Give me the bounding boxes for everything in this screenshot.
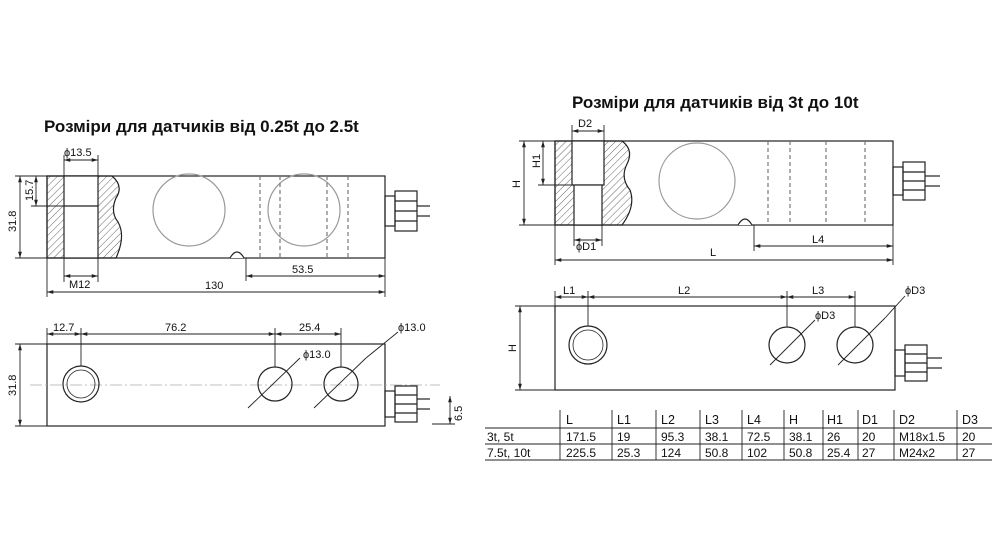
table-cell: 124 (661, 446, 681, 460)
left-top-hole-large (62, 365, 100, 403)
right-side-circle (658, 142, 736, 220)
table-cell: 50.8 (705, 446, 729, 460)
table-header-cell: L3 (705, 413, 719, 427)
table-header-cell: L2 (661, 413, 675, 427)
dim-31-8-side: 31.8 (7, 211, 19, 232)
dim-h-side: H (511, 180, 523, 188)
dim-d3-inner: ϕD3 (815, 310, 835, 322)
right-top-hole-2 (836, 326, 874, 364)
table-row-label: 3t, 5t (487, 430, 514, 444)
dim-31-8-top: 31.8 (7, 375, 19, 396)
table-header-cell: H (789, 413, 798, 427)
right-side-bore-lower (573, 184, 603, 226)
table-header-cell: D1 (862, 413, 878, 427)
left-top-dimensions (15, 328, 455, 427)
table-cell: M24x2 (899, 446, 935, 460)
dim-d2: D2 (578, 118, 592, 130)
left-top-hole-1 (257, 366, 293, 402)
left-top-view (30, 331, 440, 427)
table-cell: 102 (747, 446, 767, 460)
dim-l1: L1 (563, 285, 575, 297)
dim-d1: ϕD1 (576, 241, 596, 253)
left-side-circle-1 (152, 173, 226, 247)
left-top-hole-2 (323, 366, 359, 402)
table-row-label: 7.5t, 10t (487, 446, 531, 460)
dim-l: L (710, 247, 716, 259)
table-cell: 38.1 (789, 430, 813, 444)
right-top-view (554, 295, 942, 391)
dim-hole-inner: ϕ13.0 (303, 349, 331, 361)
left-side-circle-2 (267, 173, 341, 247)
dim-25-4: 25.4 (299, 322, 320, 334)
right-title: Розміри для датчиків від 3t до 10t (572, 93, 859, 112)
table-body: 3t, 5t 171.5 19 95.3 38.1 72.5 38.1 26 20 M18x1.5… (487, 430, 976, 460)
right-side-bore-upper (571, 140, 605, 186)
right-top-body (554, 305, 896, 391)
table-cell: 225.5 (566, 446, 596, 460)
left-side-bore (63, 175, 99, 259)
table-cell: 171.5 (566, 430, 596, 444)
dim-76-2: 76.2 (165, 322, 186, 334)
dim-h-top: H (507, 344, 519, 352)
dim-hole-dia: ϕ13.5 (64, 147, 92, 159)
table-cell: 27 (962, 446, 976, 460)
dim-12-7: 12.7 (53, 322, 74, 334)
dim-6-5: 6.5 (453, 406, 465, 421)
dim-length: 130 (205, 280, 223, 292)
right-top-dimensions (515, 291, 856, 391)
right-side-view (554, 140, 940, 226)
dim-thread: M12 (69, 279, 90, 291)
right-top-hole-large (568, 325, 608, 365)
spec-table: L L1 L2 L3 L4 H H1 D1 D2 D3 3t, 5t 171.5 19 95.3 38.1… (485, 410, 992, 461)
dim-d3-outer: ϕD3 (905, 285, 925, 297)
table-header-cell: D3 (962, 413, 978, 427)
table-header-cell: H1 (827, 413, 843, 427)
dim-hole-outer: ϕ13.0 (398, 322, 426, 334)
table-cell: 25.3 (617, 446, 641, 460)
dim-l4: L4 (812, 234, 824, 246)
dim-l3: L3 (812, 285, 824, 297)
dim-l2: L2 (678, 285, 690, 297)
table-cell: 72.5 (747, 430, 771, 444)
left-side-dimensions (15, 155, 386, 297)
left-title: Розміри для датчиків від 0.25t до 2.5t (44, 117, 359, 136)
table-header-cell: L4 (747, 413, 761, 427)
table-cell: M18x1.5 (899, 430, 945, 444)
dim-h1: H1 (531, 154, 543, 168)
table-header-cell: L1 (617, 413, 631, 427)
table-cell: 20 (962, 430, 976, 444)
dim-offset: 53.5 (292, 264, 313, 276)
dim-15-7: 15.7 (24, 180, 36, 201)
table-header-row: L L1 L2 L3 L4 H H1 D1 D2 D3 (566, 413, 978, 427)
table-cell: 95.3 (661, 430, 685, 444)
table-cell: 25.4 (827, 446, 851, 460)
table-cell: 27 (862, 446, 876, 460)
table-cell: 20 (862, 430, 876, 444)
table-header-cell: D2 (899, 413, 915, 427)
table-header-cell: L (566, 413, 573, 427)
table-cell: 38.1 (705, 430, 729, 444)
table-cell: 50.8 (789, 446, 813, 460)
table-cell: 26 (827, 430, 841, 444)
left-side-view (46, 173, 430, 259)
right-top-hole-1 (768, 326, 806, 364)
right-side-dimensions (519, 125, 894, 265)
table-cell: 19 (617, 430, 631, 444)
